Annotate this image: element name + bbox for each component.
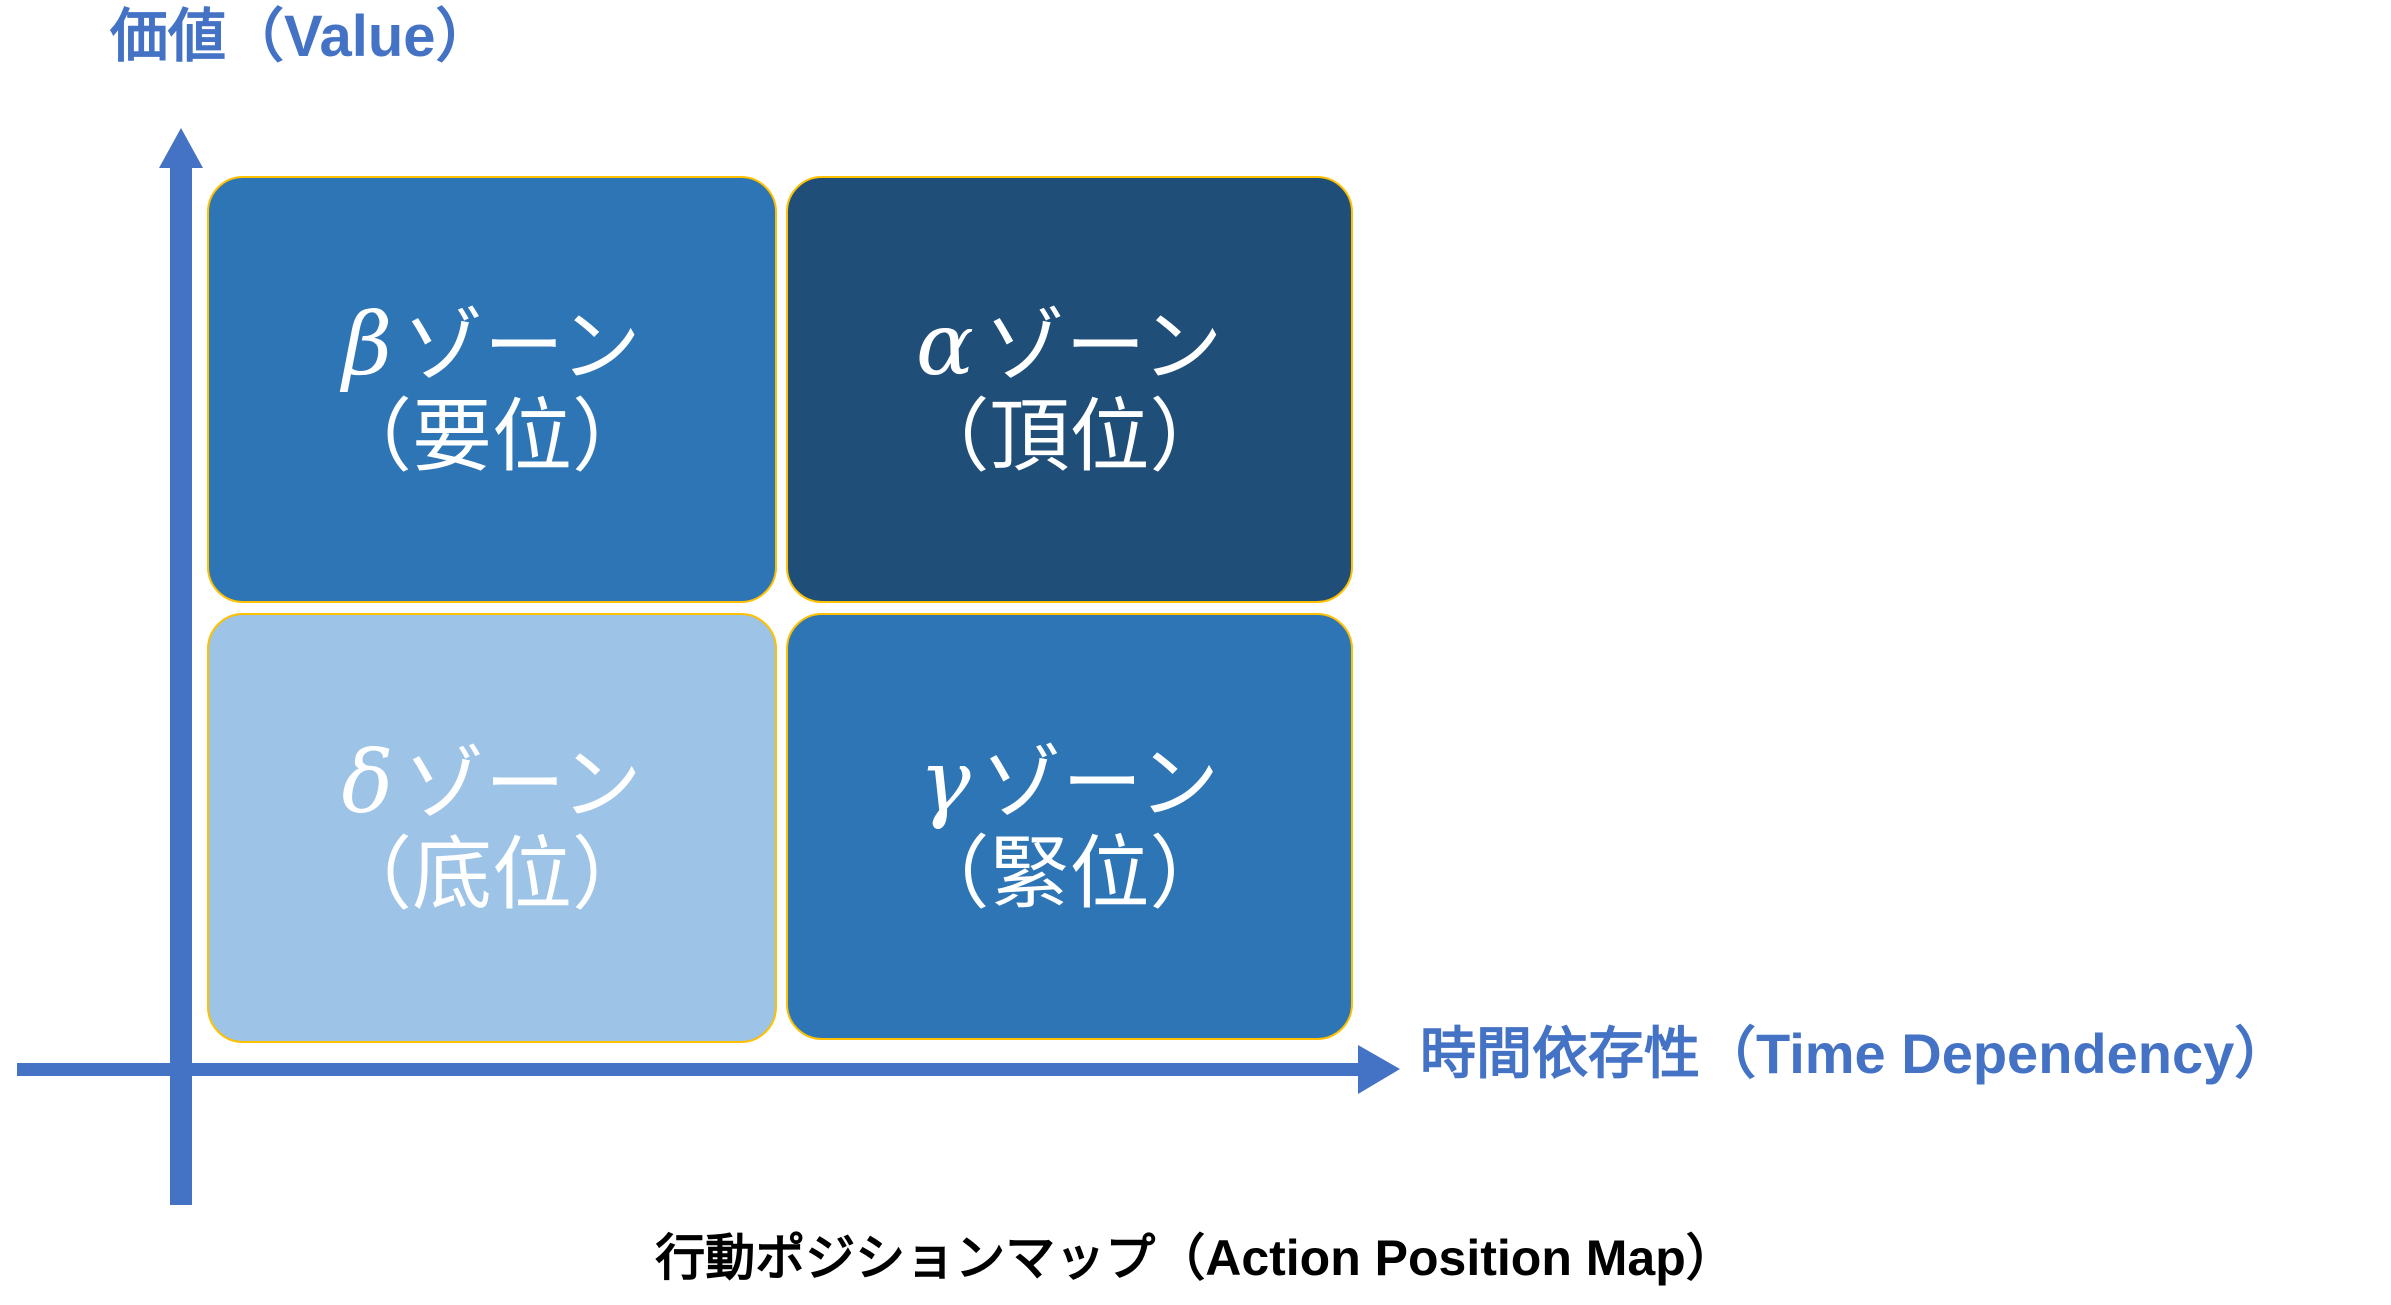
- y-axis-label: 価値（Value）: [110, 4, 494, 69]
- figure-caption: 行動ポジションマップ（Action Position Map）: [655, 1230, 1736, 1286]
- zone-delta-title-text: ゾーン: [404, 740, 643, 830]
- zone-alpha-title-text: ゾーン: [984, 301, 1224, 391]
- zone-delta-greek-symbol: δ: [341, 733, 395, 834]
- zone-beta-greek-symbol: β: [342, 294, 394, 395]
- zone-alpha-subtitle: （頂位）: [909, 391, 1230, 481]
- zone-gamma-subtitle: （緊位）: [909, 828, 1230, 918]
- zone-beta-subtitle: （要位）: [332, 391, 652, 481]
- zone-gamma-title-text: ゾーン: [981, 738, 1220, 828]
- x-axis-label: 時間依存性（Time Dependency）: [1420, 1022, 2291, 1085]
- zone-delta-subtitle: （底位）: [332, 830, 652, 920]
- x-axis-arrow: [17, 1045, 1400, 1094]
- y-axis-arrow: [159, 128, 203, 1205]
- zone-beta-title-text: ゾーン: [403, 301, 642, 391]
- zone-alpha-greek-symbol: α: [915, 294, 975, 395]
- zone-gamma-greek-symbol: γ: [919, 731, 972, 832]
